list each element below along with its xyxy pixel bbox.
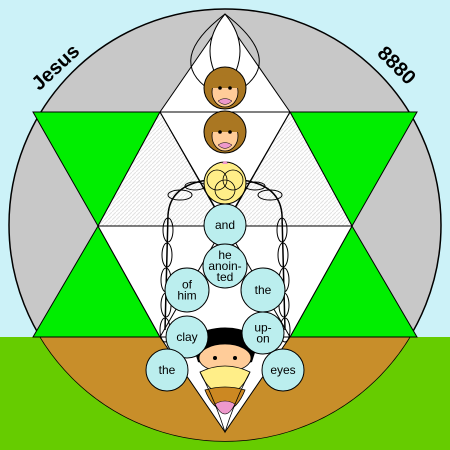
face-middle	[203, 110, 247, 154]
word-and: and	[215, 218, 235, 232]
upper-arc-left	[190, 13, 226, 91]
word-line: him	[177, 289, 196, 303]
body-chain-right	[241, 179, 286, 331]
word-line: anoin-	[208, 259, 241, 273]
yellow-flower	[203, 161, 247, 205]
bubble-eyes: eyes	[261, 348, 305, 392]
word-line: the	[255, 283, 272, 297]
upper-arc-right	[224, 13, 260, 91]
word-upon: up-on	[254, 321, 271, 346]
word-line: on	[256, 332, 269, 346]
bubble-and: and	[203, 203, 247, 247]
face-top	[203, 66, 247, 110]
word-the-lower: the	[159, 363, 176, 377]
word-line: eyes	[270, 363, 295, 377]
lower-figure	[190, 327, 260, 434]
word-line: clay	[176, 330, 197, 344]
bubble-the-lower: the	[145, 348, 189, 392]
word-clay: clay	[176, 330, 197, 344]
bubble-clay: clay	[165, 315, 209, 359]
word-line: up-	[254, 321, 271, 335]
body-chain-left	[164, 179, 209, 331]
word-line: and	[215, 218, 235, 232]
word-eyes: eyes	[270, 363, 295, 377]
bubble-upon: up-on	[241, 311, 285, 355]
word-the-upper: the	[255, 283, 272, 297]
word-line: of	[182, 278, 193, 292]
word-line: he	[218, 248, 232, 262]
word-line: the	[159, 363, 176, 377]
word-line: ted	[217, 270, 234, 284]
bubble-the-upper: the	[240, 267, 286, 313]
